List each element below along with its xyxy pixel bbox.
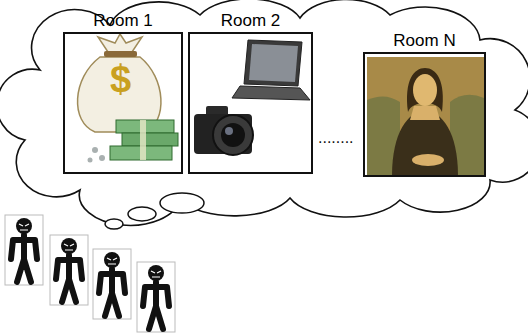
room-frame [188,32,313,174]
portrait-neck [410,106,440,120]
thief-figure [93,249,131,319]
thought-bubbles [105,193,204,229]
portrait-hands [412,154,444,166]
lens-glint [225,127,233,135]
thought-bubble [105,219,123,229]
figure-head [104,252,120,268]
figure-body [56,255,82,302]
figure-frame [5,215,43,285]
ellipsis-dots: ........ [318,130,354,146]
figure-face [19,224,29,230]
mona-lisa-icon [367,57,484,176]
thought-bubble [160,193,204,213]
figure-head [16,218,32,234]
laptop-display [249,44,298,82]
cash-band [140,120,146,160]
coin [99,155,105,161]
figure-frame [93,249,131,319]
figure-body [99,269,125,316]
thief-figure [50,235,88,305]
thought-bubble [128,207,156,221]
thief-figures [5,215,175,332]
camera-lens-inner [221,123,245,147]
room-box: Room N [363,30,486,177]
currency-symbol: $ [110,60,131,98]
camera-lens [213,115,253,155]
figure-head [148,265,164,281]
room-label: Room 1 [63,10,183,32]
figure-body [143,282,169,329]
room-label: Room 2 [188,10,313,32]
bag-rope [104,51,137,57]
figure-frame [50,235,88,305]
figure-face [107,258,117,264]
figure-face [151,271,161,277]
portrait-hair [407,68,443,112]
camera-icon [194,106,253,155]
thought-cloud [0,0,528,225]
bag-top [98,34,142,52]
coin [88,158,93,163]
room-label: Room N [363,30,486,52]
figure-face [64,244,74,250]
room-frame [363,52,486,177]
room-frame [63,32,183,174]
coin [92,147,98,153]
room-box: Room 2 [188,10,313,174]
thief-figure [137,262,175,332]
figure-frame [137,262,175,332]
figure-body [11,235,37,282]
camera-body [194,114,252,154]
thief-figure [5,215,43,285]
laptop-icon [232,40,310,100]
laptop-base [232,86,310,100]
money-bag-icon [78,34,178,163]
portrait-face [413,74,437,106]
painting-canvas [367,57,484,176]
cash-stack [122,133,178,146]
laptop-screen [244,40,302,86]
figure-head [61,238,77,254]
